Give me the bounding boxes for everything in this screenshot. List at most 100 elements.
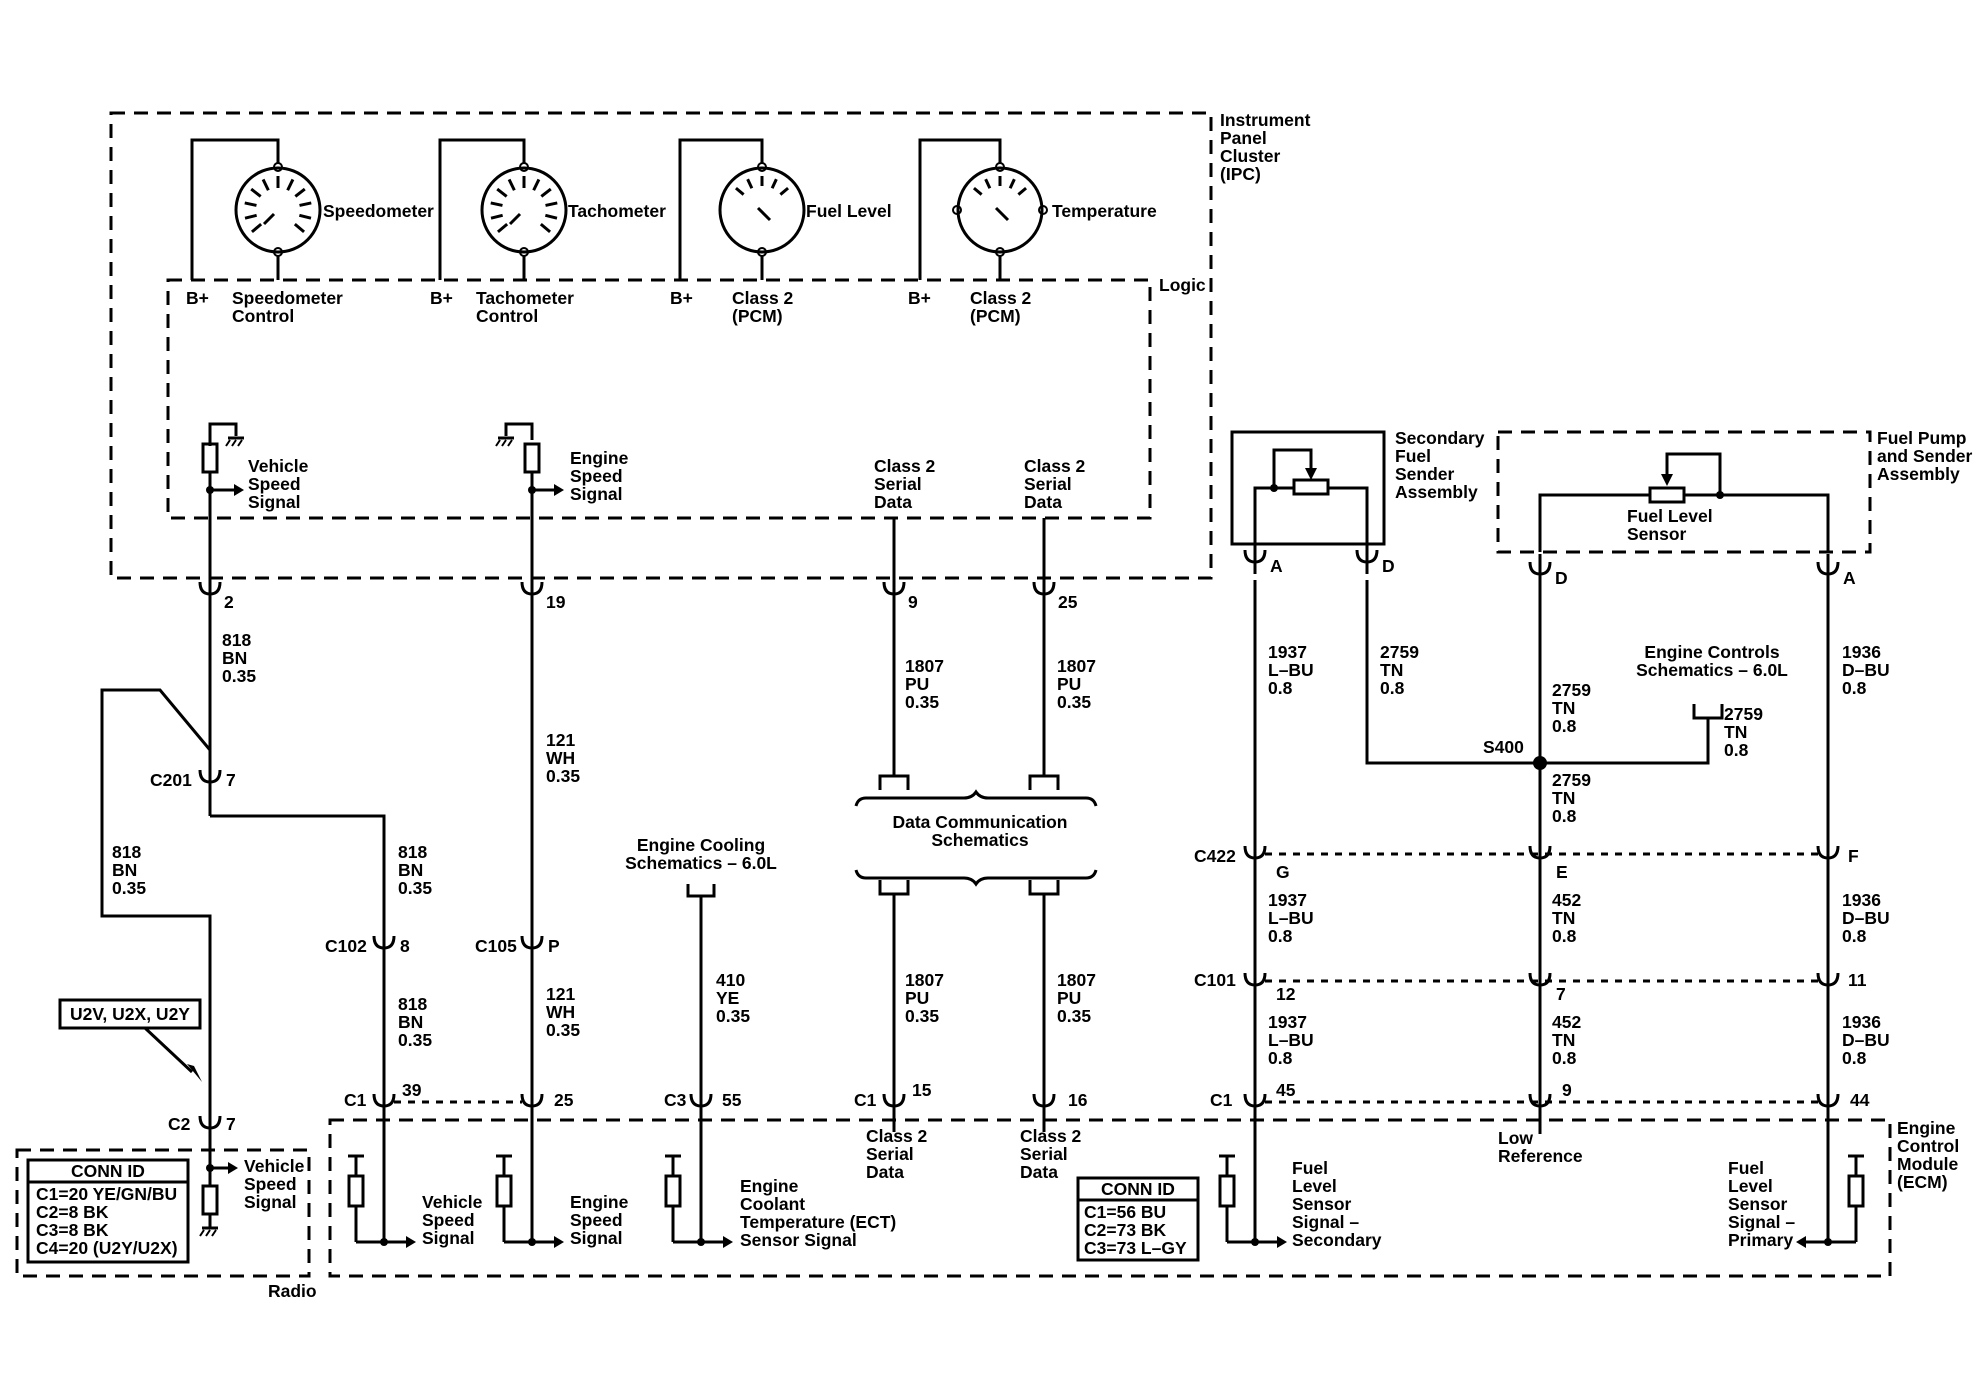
secondary-sender-box <box>1230 430 1386 546</box>
pin-c101-7: 7 <box>1556 984 1566 1004</box>
fuel-level-label: Fuel Level <box>806 201 892 221</box>
conn-id-radio-title: CONN ID <box>71 1161 145 1181</box>
fuel-pump-boundary <box>1496 430 1872 554</box>
temperature-gauge <box>918 138 1048 280</box>
pin-sec-d: D <box>1382 556 1395 576</box>
pin-ecm-9: 9 <box>1562 1080 1572 1100</box>
connector-ipc-9 <box>882 574 906 606</box>
radio-label: Radio <box>268 1281 317 1301</box>
conn-c201: C201 <box>150 770 192 790</box>
pin-ecm-39: 39 <box>402 1080 422 1100</box>
option-tag-arrow <box>143 1026 194 1074</box>
pin-c101-12: 12 <box>1276 984 1296 1004</box>
pin-c105-p: P <box>548 936 560 956</box>
ecm-ess-circuit <box>495 1118 564 1248</box>
data-comm-braces <box>854 789 1098 887</box>
connector-ipc-19 <box>520 574 544 606</box>
pin-ipc-2: 2 <box>224 592 234 612</box>
connector-sec-a <box>1243 542 1267 574</box>
ecm-boundary <box>328 1118 1892 1278</box>
conn-c105: C105 <box>475 936 517 956</box>
conn-c102: C102 <box>325 936 367 956</box>
conn-c1-a: C1 <box>344 1090 367 1110</box>
connector-ipc-25 <box>1032 574 1056 606</box>
option-tag: U2V, U2X, U2Y <box>70 1004 190 1024</box>
conn-c1-c: C1 <box>1210 1090 1233 1110</box>
bplus-2: B+ <box>430 288 453 308</box>
temperature-input: Class 2(PCM) <box>970 288 1032 326</box>
ipc-vss-circuit <box>201 422 244 580</box>
pin-ecm-45: 45 <box>1276 1080 1296 1100</box>
conn-c1-b: C1 <box>854 1090 877 1110</box>
option-tag-box <box>58 998 202 1030</box>
fuel-level-input: Class 2(PCM) <box>732 288 794 326</box>
ipc-ess-circuit <box>495 422 564 580</box>
ecm-internal-circuits <box>347 1118 1865 1248</box>
pin-c422-f: F <box>1848 846 1859 866</box>
pin-ecm-55: 55 <box>722 1090 742 1110</box>
pin-sec-a: A <box>1270 556 1283 576</box>
pin-pump-a: A <box>1843 568 1856 588</box>
wires <box>100 580 1830 1116</box>
pin-ipc-19: 19 <box>546 592 566 612</box>
pin-ecm-15: 15 <box>912 1080 932 1100</box>
pin-c101-11: 11 <box>1848 970 1867 990</box>
conn-id-ecm-table <box>1076 1176 1200 1262</box>
option-tag-arrowhead <box>187 1064 202 1082</box>
logic-label: Logic <box>1159 275 1206 295</box>
speedometer-label: Speedometer <box>323 201 434 221</box>
conn-c2: C2 <box>168 1114 191 1134</box>
pin-pump-d: D <box>1555 568 1568 588</box>
logic-boundary <box>166 278 1152 520</box>
fuel-level-gauge <box>678 138 806 280</box>
conn-c3: C3 <box>664 1090 687 1110</box>
pin-ecm-25: 25 <box>554 1090 574 1110</box>
conn-id-ecm-title: CONN ID <box>1101 1179 1175 1199</box>
connector-ipc-2 <box>198 574 222 606</box>
tachometer-gauge <box>438 138 568 280</box>
speedometer-gauge <box>190 138 322 280</box>
ecm-ect-circuit <box>664 1118 733 1248</box>
connector-c105 <box>520 928 544 960</box>
ecm-fuel-pri-circuit <box>1796 1118 1865 1248</box>
